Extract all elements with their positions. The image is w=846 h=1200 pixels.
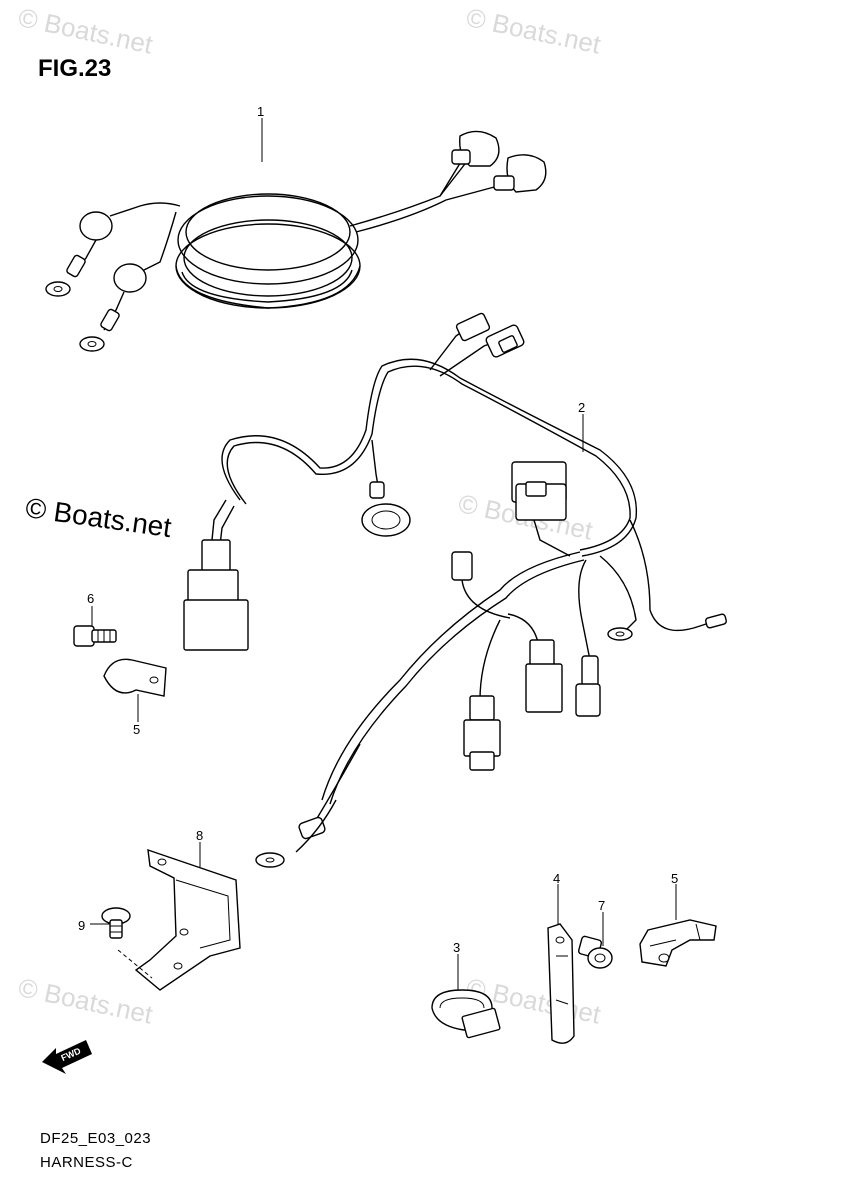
callout-8[interactable]: 8 [196, 828, 203, 843]
part-6-clamp[interactable] [103, 658, 167, 697]
section-name: HARNESS-C [40, 1154, 133, 1171]
part-4-strap[interactable] [547, 923, 575, 1044]
part-1-coiled-harness[interactable] [45, 130, 547, 352]
part-9-screw[interactable] [101, 907, 131, 939]
callout-7-lower[interactable]: 7 [598, 898, 605, 913]
part-5-clip[interactable] [639, 919, 717, 967]
callout-1[interactable]: 1 [257, 104, 264, 119]
callout-4[interactable]: 4 [553, 871, 560, 886]
callout-9[interactable]: 9 [78, 918, 85, 933]
part-3-cable-band[interactable] [431, 989, 501, 1039]
part-7-bolt-upper[interactable] [73, 625, 117, 647]
part-7-bolt-lower[interactable] [577, 935, 613, 969]
model-code: DF25_E03_023 [40, 1130, 152, 1147]
callout-6[interactable]: 5 [133, 722, 140, 737]
figure-title: FIG.23 [38, 55, 112, 82]
callout-3[interactable]: 3 [453, 940, 460, 955]
part-8-bracket[interactable] [117, 848, 241, 991]
part-2-main-harness[interactable] [183, 312, 727, 868]
fwd-arrow-icon: FWD [42, 1040, 92, 1074]
callout-2[interactable]: 2 [578, 400, 585, 415]
callout-7-upper[interactable]: 6 [87, 591, 94, 606]
callout-5[interactable]: 5 [671, 871, 678, 886]
